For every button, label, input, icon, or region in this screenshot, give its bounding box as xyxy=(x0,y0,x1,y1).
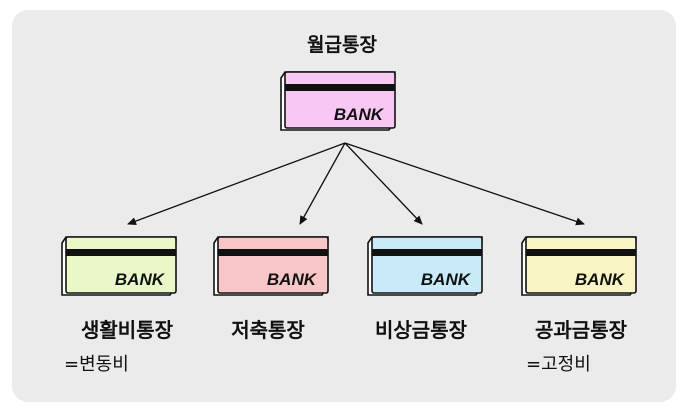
root-bank-card-icon: BANK xyxy=(280,71,396,131)
savings-bank-card-icon: BANK xyxy=(213,236,329,296)
card-bank-text: BANK xyxy=(421,270,472,289)
arrow-to-emergency-fund xyxy=(344,142,423,225)
living-expenses-account-title: 생활비통장 xyxy=(81,318,173,342)
emergency-fund-bank-card-icon: BANK xyxy=(367,236,483,296)
utility-bills-account-title: 공과금통장 xyxy=(535,318,627,342)
card-bank-text: BANK xyxy=(575,270,626,289)
arrow-to-living-expenses xyxy=(127,142,346,225)
card-bank-text: BANK xyxy=(115,270,166,289)
utility-bills-bank-card-icon: BANK xyxy=(521,236,637,296)
emergency-fund-account-title: 비상금통장 xyxy=(375,318,467,342)
arrow-to-utility-bills xyxy=(344,142,585,226)
living-expenses-bank-card-icon: BANK xyxy=(61,236,177,296)
root-card-bank-text: BANK xyxy=(334,105,385,124)
arrow-to-savings xyxy=(299,142,346,225)
savings-account-title: 저축통장 xyxy=(231,318,305,342)
utility-bills-note: =고정비 xyxy=(526,354,591,375)
root-account-title: 월급통장 xyxy=(307,34,377,56)
living-expenses-note: =변동비 xyxy=(64,354,129,375)
card-bank-text: BANK xyxy=(267,270,318,289)
